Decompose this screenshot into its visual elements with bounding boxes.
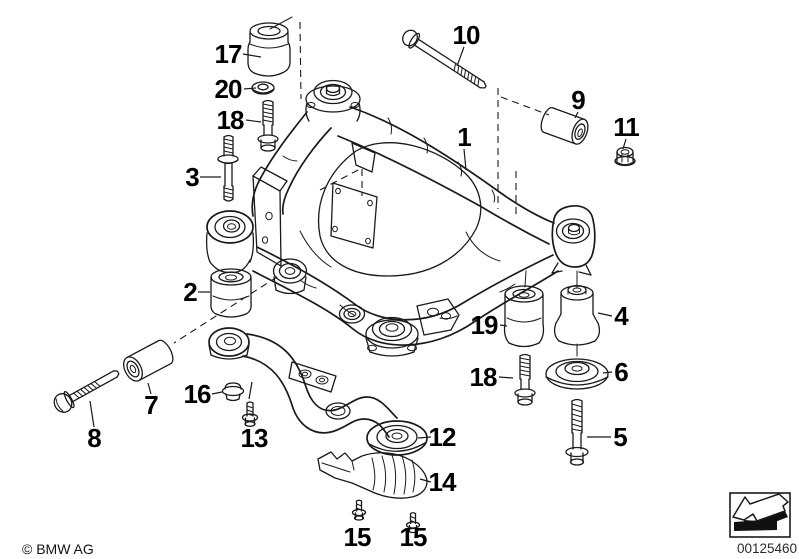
part-18-bolt-right <box>514 353 536 406</box>
callout-2[interactable]: 2 <box>183 277 198 307</box>
callout-16[interactable]: 16 <box>183 379 212 409</box>
callout-20[interactable]: 20 <box>214 74 243 104</box>
diagram-number: 00125460 <box>737 541 798 556</box>
part-16-plug <box>221 382 245 402</box>
part-3-stud <box>217 134 239 202</box>
direction-arrow-box <box>729 492 791 538</box>
part-4-bushing <box>553 284 601 346</box>
callout-19[interactable]: 19 <box>470 310 499 340</box>
part-10-bolt <box>402 29 487 89</box>
callout-7[interactable]: 7 <box>144 390 159 420</box>
callout-3[interactable]: 3 <box>185 162 200 192</box>
part-17-rubber-mount <box>247 22 291 77</box>
part-7-bushing <box>123 339 174 382</box>
callout-10[interactable]: 10 <box>452 20 481 50</box>
part-2-bushing <box>210 268 252 318</box>
callout-15-right[interactable]: 15 <box>399 522 428 552</box>
callout-8[interactable]: 8 <box>87 423 102 453</box>
callout-14[interactable]: 14 <box>428 467 457 497</box>
part-15-screw <box>351 499 367 521</box>
part-9-bushing <box>540 107 589 145</box>
callout-6[interactable]: 6 <box>614 357 629 387</box>
axis-lines <box>173 16 550 344</box>
callout-17[interactable]: 17 <box>214 39 243 69</box>
callout-9[interactable]: 9 <box>571 85 586 115</box>
callout-5[interactable]: 5 <box>613 422 628 452</box>
callout-18-right[interactable]: 18 <box>469 362 498 392</box>
copyright-text: © BMW AG <box>22 541 94 557</box>
part-6-spring-plate <box>545 343 609 390</box>
direction-arrow-icon <box>729 492 791 538</box>
leader-lines <box>89 46 627 483</box>
part-5-bolt <box>565 398 589 466</box>
callout-1[interactable]: 1 <box>457 122 472 152</box>
callout-18-left[interactable]: 18 <box>216 105 245 135</box>
callout-13[interactable]: 13 <box>240 423 269 453</box>
callout-15-left[interactable]: 15 <box>343 522 372 552</box>
part-14-heat-shield <box>317 451 428 499</box>
part-18-bolt <box>257 99 279 152</box>
part-19-rubber-mount <box>503 285 545 348</box>
part-12-support-bracket <box>208 327 428 456</box>
subframe-part-1 <box>205 79 596 357</box>
callout-12[interactable]: 12 <box>428 422 457 452</box>
callout-11[interactable]: 11 <box>613 112 639 142</box>
part-11-nut <box>614 146 636 167</box>
part-8-bolt <box>53 370 120 413</box>
callout-4[interactable]: 4 <box>614 301 629 331</box>
part-13-screw <box>241 401 259 427</box>
